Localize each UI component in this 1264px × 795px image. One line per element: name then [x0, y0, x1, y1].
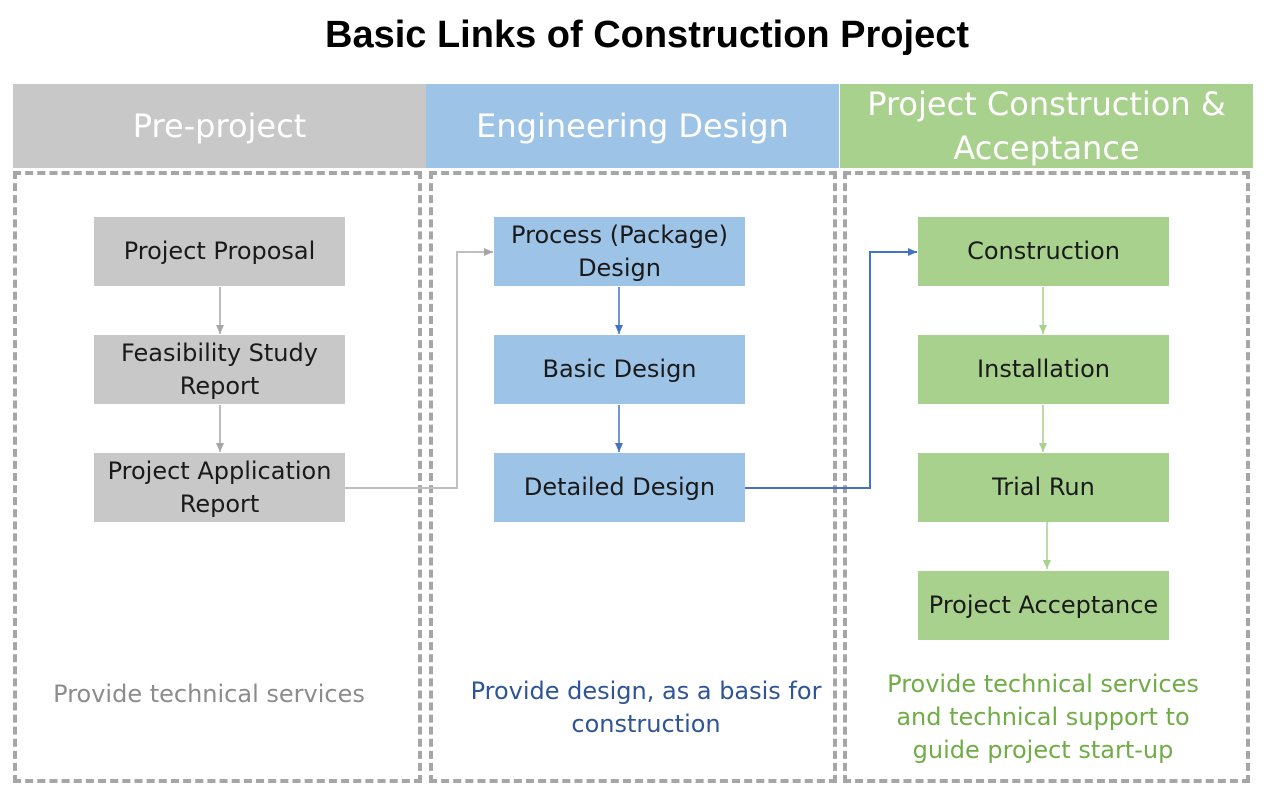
- step-project-acceptance: Project Acceptance: [918, 571, 1169, 640]
- diagram-title: Basic Links of Construction Project: [325, 14, 969, 56]
- arrow-detailed-to-construction: [745, 248, 917, 489]
- step-project-proposal: Project Proposal: [94, 217, 345, 286]
- arrow-application-to-process-design: [345, 248, 493, 489]
- step-installation: Installation: [918, 335, 1169, 404]
- step-process-package-design: Process (Package) Design: [494, 217, 745, 286]
- note-construction-acceptance: Provide technical services and technical…: [887, 670, 1199, 764]
- step-feasibility-study-report: Feasibility Study Report: [94, 335, 345, 404]
- panel-engineering-design: [429, 171, 837, 783]
- note-engineering-design: Provide design, as a basis for construct…: [470, 677, 822, 738]
- note-pre-project: Provide technical services: [53, 680, 365, 708]
- panel-construction-acceptance: [843, 171, 1250, 783]
- step-project-application-report: Project Application Report: [94, 453, 345, 522]
- step-basic-design: Basic Design: [494, 335, 745, 404]
- step-trial-run: Trial Run: [918, 453, 1169, 522]
- header-pre-project: Pre-project: [13, 84, 426, 168]
- panel-pre-project: [13, 171, 422, 783]
- step-construction: Construction: [918, 217, 1169, 286]
- step-detailed-design: Detailed Design: [494, 453, 745, 522]
- header-construction-acceptance: Project Construction & Acceptance: [840, 84, 1253, 168]
- header-engineering-design: Engineering Design: [426, 84, 839, 168]
